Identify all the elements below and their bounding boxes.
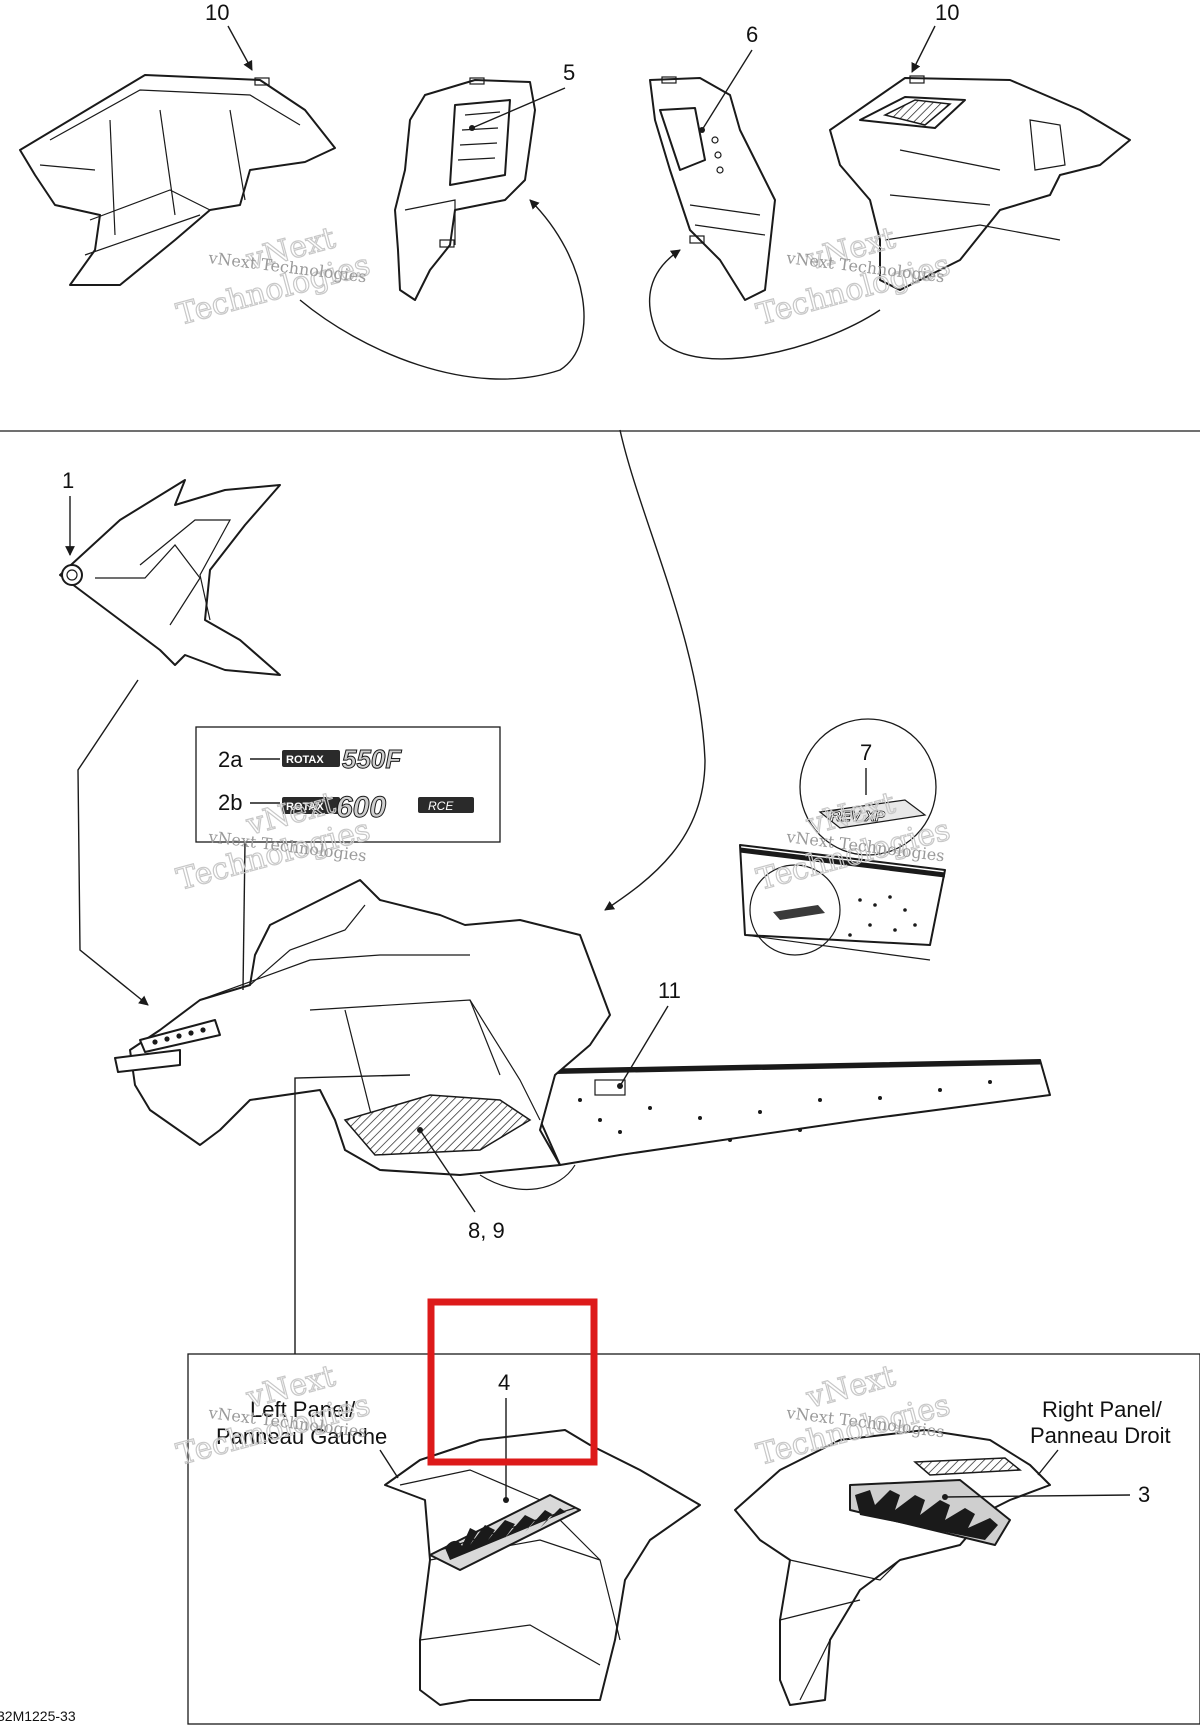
rotax-decal-2a-model: 550F xyxy=(342,744,402,774)
rotax-decal-2b-brand: ROTAX xyxy=(286,801,324,813)
left-panel-detail xyxy=(384,1429,701,1706)
inner-panel-right xyxy=(649,76,776,301)
highlight-box xyxy=(427,1298,598,1466)
callout-5: 5 xyxy=(563,60,575,85)
callout-6: 6 xyxy=(746,22,758,47)
watermark-bottom-left: vNext Technologies vNext Technologies xyxy=(172,1358,374,1473)
inner-panel-left xyxy=(394,77,536,301)
left-panel-label-line1: Left Panel/ xyxy=(250,1397,356,1422)
rotax-decal-2b: ROTAX 600 RCE xyxy=(282,791,474,825)
rotax-decal-2b-model: 600 xyxy=(336,791,386,824)
callout-1: 1 xyxy=(62,468,74,493)
right-side-panel-top xyxy=(829,75,1131,291)
callout-2a: 2a xyxy=(218,747,243,772)
rev-xp-badge: REV XP xyxy=(818,799,927,829)
rotax-decal-2a: ROTAX 550F xyxy=(282,744,403,775)
callout-10-right: 10 xyxy=(935,0,959,25)
callout-11: 11 xyxy=(658,978,681,1003)
callout-8-9: 8, 9 xyxy=(468,1218,505,1243)
snowmobile-body-assembly xyxy=(114,879,1051,1190)
rotax-decal-2b-suffix: RCE xyxy=(428,799,454,813)
tunnel-detail xyxy=(739,844,946,961)
right-panel-detail xyxy=(734,1429,1051,1706)
callout-10-left: 10 xyxy=(205,0,229,25)
callout-7: 7 xyxy=(860,740,872,765)
left-panel-label-line2: Panneau Gauche xyxy=(216,1424,387,1449)
detail-frame-bottom xyxy=(187,1353,1200,1725)
callout-2b: 2b xyxy=(218,790,242,815)
watermark-top-left: vNext Technologies vNext Technologies xyxy=(172,220,374,333)
right-panel-label-line2: Panneau Droit xyxy=(1030,1423,1171,1448)
right-panel-label-line1: Right Panel/ xyxy=(1042,1397,1163,1422)
callout-3: 3 xyxy=(1138,1482,1150,1507)
rev-xp-badge-text: REV XP xyxy=(830,808,886,825)
left-side-panel-top xyxy=(19,74,336,286)
callout-4: 4 xyxy=(498,1370,510,1395)
nose-piece xyxy=(59,479,281,676)
rotax-decal-box xyxy=(195,726,501,843)
figure-code: 32M1225-33 xyxy=(0,1708,76,1724)
rotax-decal-2a-brand: ROTAX xyxy=(286,754,324,766)
